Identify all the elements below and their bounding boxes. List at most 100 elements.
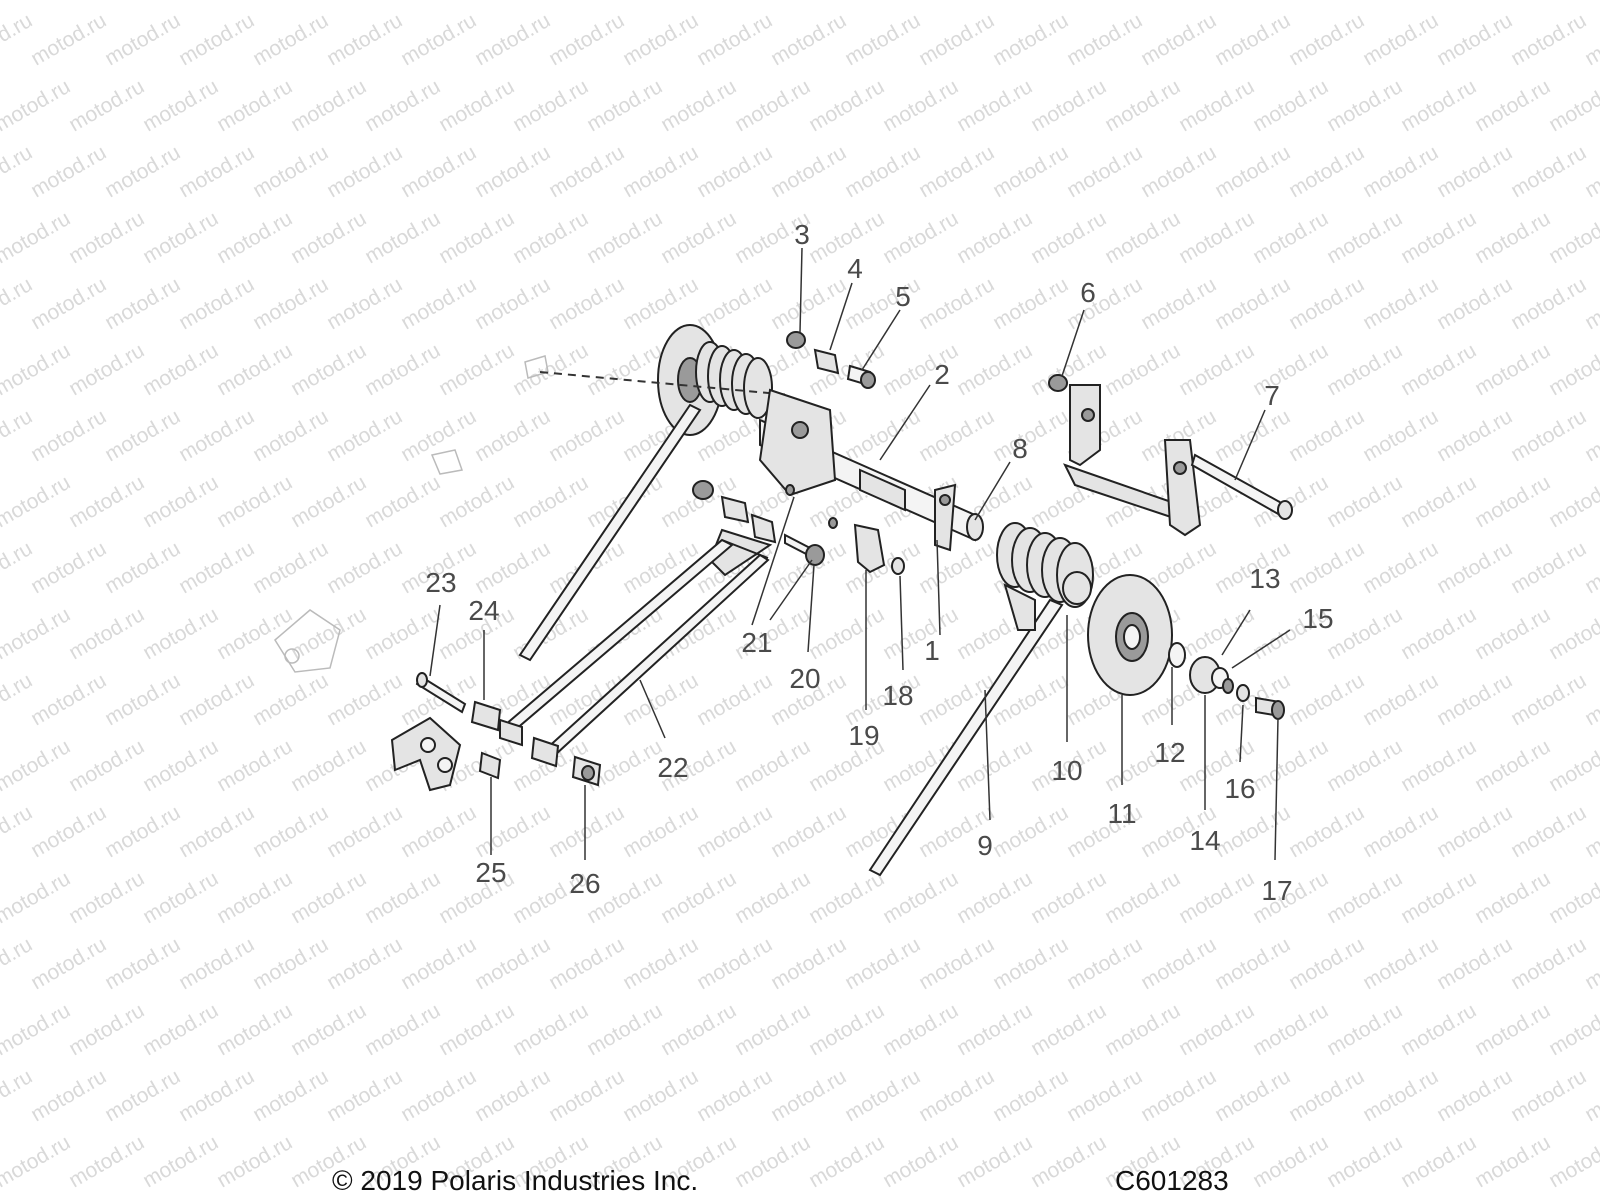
watermark-text: motod.ru [1359,273,1442,334]
watermark-text: motod.ru [65,603,148,664]
watermark-text: motod.ru [175,9,258,70]
watermark-text: motod.ru [175,1065,258,1126]
watermark-text: motod.ru [0,207,74,268]
watermark-text: motod.ru [175,405,258,466]
watermark-text: motod.ru [1471,471,1554,532]
watermark-text: motod.ru [619,801,702,862]
callout-6: 6 [1080,277,1096,308]
watermark-text: motod.ru [27,1065,110,1126]
watermark-text: motod.ru [65,867,148,928]
watermark-text: motod.ru [1323,0,1406,4]
watermark-text: motod.ru [1545,0,1600,4]
watermark-text: motod.ru [397,141,480,202]
watermark-text: motod.ru [805,603,888,664]
watermark-text: motod.ru [1433,141,1516,202]
right-spring-assembly [868,522,1094,877]
watermark-text: motod.ru [287,471,370,532]
watermark-text: motod.ru [471,9,554,70]
callout-17: 17 [1261,875,1292,906]
watermark-text: motod.ru [213,999,296,1060]
watermark-text: motod.ru [249,273,332,334]
watermark-text: motod.ru [1507,669,1590,730]
callout-23: 23 [425,567,456,598]
watermark-text: motod.ru [1359,1065,1442,1126]
watermark-text: motod.ru [65,75,148,136]
watermark-text: motod.ru [583,0,666,4]
watermark-text: motod.ru [1323,999,1406,1060]
watermark-text: motod.ru [1101,75,1184,136]
watermark-text: motod.ru [1249,735,1332,796]
watermark-text: motod.ru [953,867,1036,928]
watermark-text: motod.ru [1285,801,1368,862]
watermark-text: motod.ru [1545,867,1600,928]
watermark-text: motod.ru [101,933,184,994]
watermark-text: motod.ru [0,603,74,664]
watermark-text: motod.ru [287,207,370,268]
watermark-text: motod.ru [619,141,702,202]
watermark-text: motod.ru [1433,801,1516,862]
callout-1: 1 [924,635,940,666]
watermark-text: motod.ru [435,339,518,400]
watermark-text: motod.ru [1137,9,1220,70]
watermark-text: motod.ru [953,0,1036,4]
watermark-text: motod.ru [989,9,1072,70]
watermark-text: motod.ru [139,339,222,400]
watermark-text: motod.ru [0,9,36,70]
watermark-text: motod.ru [915,273,998,334]
watermark-text: motod.ru [731,1131,814,1192]
watermark-text: motod.ru [915,933,998,994]
watermark-text: motod.ru [0,933,36,994]
watermark-text: motod.ru [1471,735,1554,796]
watermark-text: motod.ru [1471,207,1554,268]
watermark-text: motod.ru [915,405,998,466]
watermark-text: motod.ru [1137,933,1220,994]
watermark-text: motod.ru [583,999,666,1060]
watermark-text: motod.ru [545,141,628,202]
watermark-text: motod.ru [213,867,296,928]
watermark-text: motod.ru [805,999,888,1060]
watermark-text: motod.ru [583,339,666,400]
watermark-text: motod.ru [693,1065,776,1126]
watermark-text: motod.ru [1249,1131,1332,1192]
watermark-text: motod.ru [65,0,148,4]
watermark-text: motod.ru [0,999,74,1060]
watermark-text: motod.ru [1433,9,1516,70]
watermark-text: motod.ru [693,141,776,202]
watermark-text: motod.ru [435,999,518,1060]
watermark-text: motod.ru [1285,1065,1368,1126]
watermark-text: motod.ru [175,801,258,862]
watermark-text: motod.ru [27,405,110,466]
watermark-text: motod.ru [1359,669,1442,730]
watermark-text: motod.ru [1027,0,1110,4]
watermark-text: motod.ru [0,867,74,928]
watermark-text: motod.ru [65,207,148,268]
watermark-text: motod.ru [1285,273,1368,334]
watermark-text: motod.ru [989,933,1072,994]
watermark-text: motod.ru [1433,669,1516,730]
watermark-text: motod.ru [1211,141,1294,202]
watermark-text: motod.ru [139,999,222,1060]
watermark-text: motod.ru [657,867,740,928]
watermark-text: motod.ru [1507,273,1590,334]
watermark-text: motod.ru [249,141,332,202]
callout-16: 16 [1224,773,1255,804]
watermark-text: motod.ru [175,669,258,730]
watermark-text: motod.ru [915,141,998,202]
watermark-text: motod.ru [879,603,962,664]
watermark-text: motod.ru [249,933,332,994]
watermark-text: motod.ru [323,801,406,862]
watermark-text: motod.ru [101,1065,184,1126]
watermark-text: motod.ru [509,999,592,1060]
watermark-text: motod.ru [879,1131,962,1192]
watermark-text: motod.ru [1285,537,1368,598]
watermark-text: motod.ru [175,141,258,202]
watermark-text: motod.ru [767,141,850,202]
watermark-text: motod.ru [953,999,1036,1060]
callout-9: 9 [977,830,993,861]
watermark-text: motod.ru [1175,867,1258,928]
watermark-text: motod.ru [27,669,110,730]
watermark-text: motod.ru [1101,999,1184,1060]
watermark-text: motod.ru [1397,603,1480,664]
middle-hardware [692,480,905,575]
